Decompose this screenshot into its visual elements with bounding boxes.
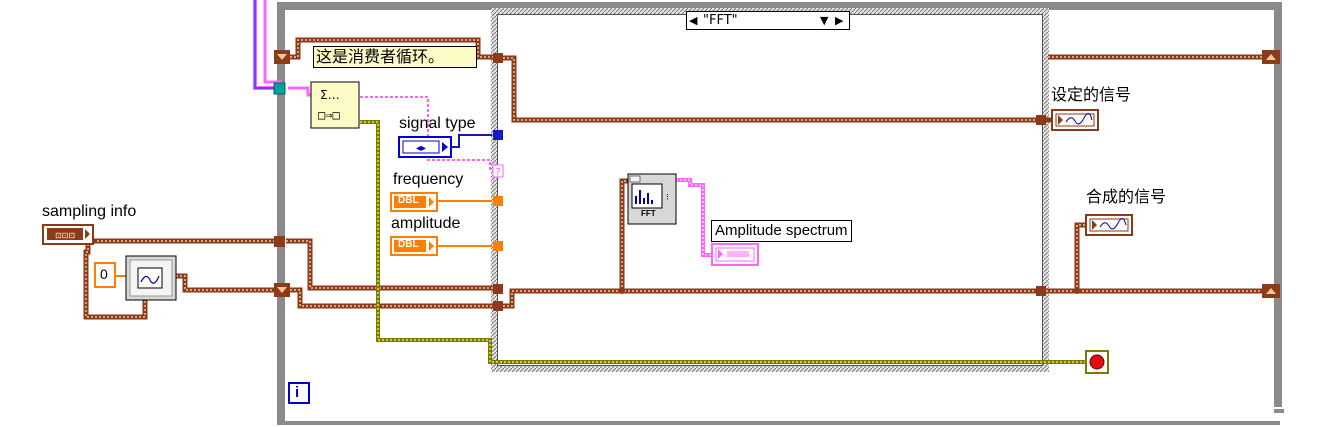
stop-condition-terminal[interactable] <box>1085 350 1109 374</box>
while-loop-frame[interactable] <box>277 2 1284 425</box>
chevron-down-icon[interactable]: ▼ <box>820 14 829 27</box>
enum-wire[interactable] <box>450 134 492 148</box>
iteration-terminal-label: i <box>295 384 300 401</box>
amplitude-spectrum-terminal[interactable] <box>711 243 759 266</box>
frequency-terminal[interactable] <box>390 192 438 212</box>
comment-label: 这是消费者循环。 <box>313 46 477 68</box>
queue-wire[interactable] <box>253 0 314 97</box>
frequency-label: frequency <box>393 171 464 188</box>
decrement-icon[interactable]: ◀ <box>689 14 698 27</box>
amplitude-spectrum-label: Amplitude spectrum <box>711 220 852 242</box>
synth-signal-label: 合成的信号 <box>1086 189 1167 206</box>
sampling-info-terminal[interactable]: ⊡⊡⊡ <box>42 224 94 245</box>
fft-caption: FFT <box>641 209 656 218</box>
constant-zero-box[interactable] <box>94 262 116 288</box>
case-selector[interactable]: ◀ "FFT" ▼ ▶ <box>686 11 850 30</box>
constant-zero[interactable]: 0 <box>100 266 108 282</box>
frequency-type-tag: DBL <box>398 195 419 206</box>
svg-text:◂▸: ◂▸ <box>416 143 426 154</box>
sampling-info-label: sampling info <box>42 203 137 220</box>
dequeue-data-wire[interactable] <box>360 96 491 170</box>
dbl-wires[interactable] <box>116 200 492 277</box>
amplitude-label: amplitude <box>391 215 461 232</box>
dequeue-element-function[interactable]: Σ… □⇒□ <box>310 81 360 129</box>
amplitude-terminal[interactable] <box>390 236 438 256</box>
signal-type-terminal[interactable]: ◂▸ <box>398 136 452 158</box>
fft-express-vi[interactable]: ⁝ <box>627 173 677 225</box>
amplitude-type-tag: DBL <box>398 239 419 250</box>
dynamic-wire[interactable] <box>676 178 712 257</box>
case-tunnels[interactable]: ? <box>492 53 1046 311</box>
simulate-signal-vi[interactable] <box>125 255 177 301</box>
case-structure-frame[interactable] <box>491 8 1049 372</box>
set-signal-label: 设定的信号 <box>1051 87 1132 104</box>
svg-text:⁝: ⁝ <box>666 193 669 203</box>
case-selector-value: "FFT" <box>703 13 738 28</box>
while-loop-terminals[interactable] <box>273 50 1280 298</box>
iteration-terminal <box>288 382 310 404</box>
increment-icon[interactable]: ▶ <box>835 14 844 27</box>
svg-text:⊡⊡⊡: ⊡⊡⊡ <box>55 231 75 240</box>
svg-text:?: ? <box>495 167 500 178</box>
synth-signal-indicator[interactable] <box>1085 214 1133 236</box>
set-signal-indicator[interactable] <box>1051 109 1099 131</box>
boolean-wire[interactable] <box>360 120 1085 364</box>
svg-text:Σ…: Σ… <box>320 88 340 102</box>
svg-text:□⇒□: □⇒□ <box>318 108 340 122</box>
signal-type-label: signal type <box>399 115 476 132</box>
